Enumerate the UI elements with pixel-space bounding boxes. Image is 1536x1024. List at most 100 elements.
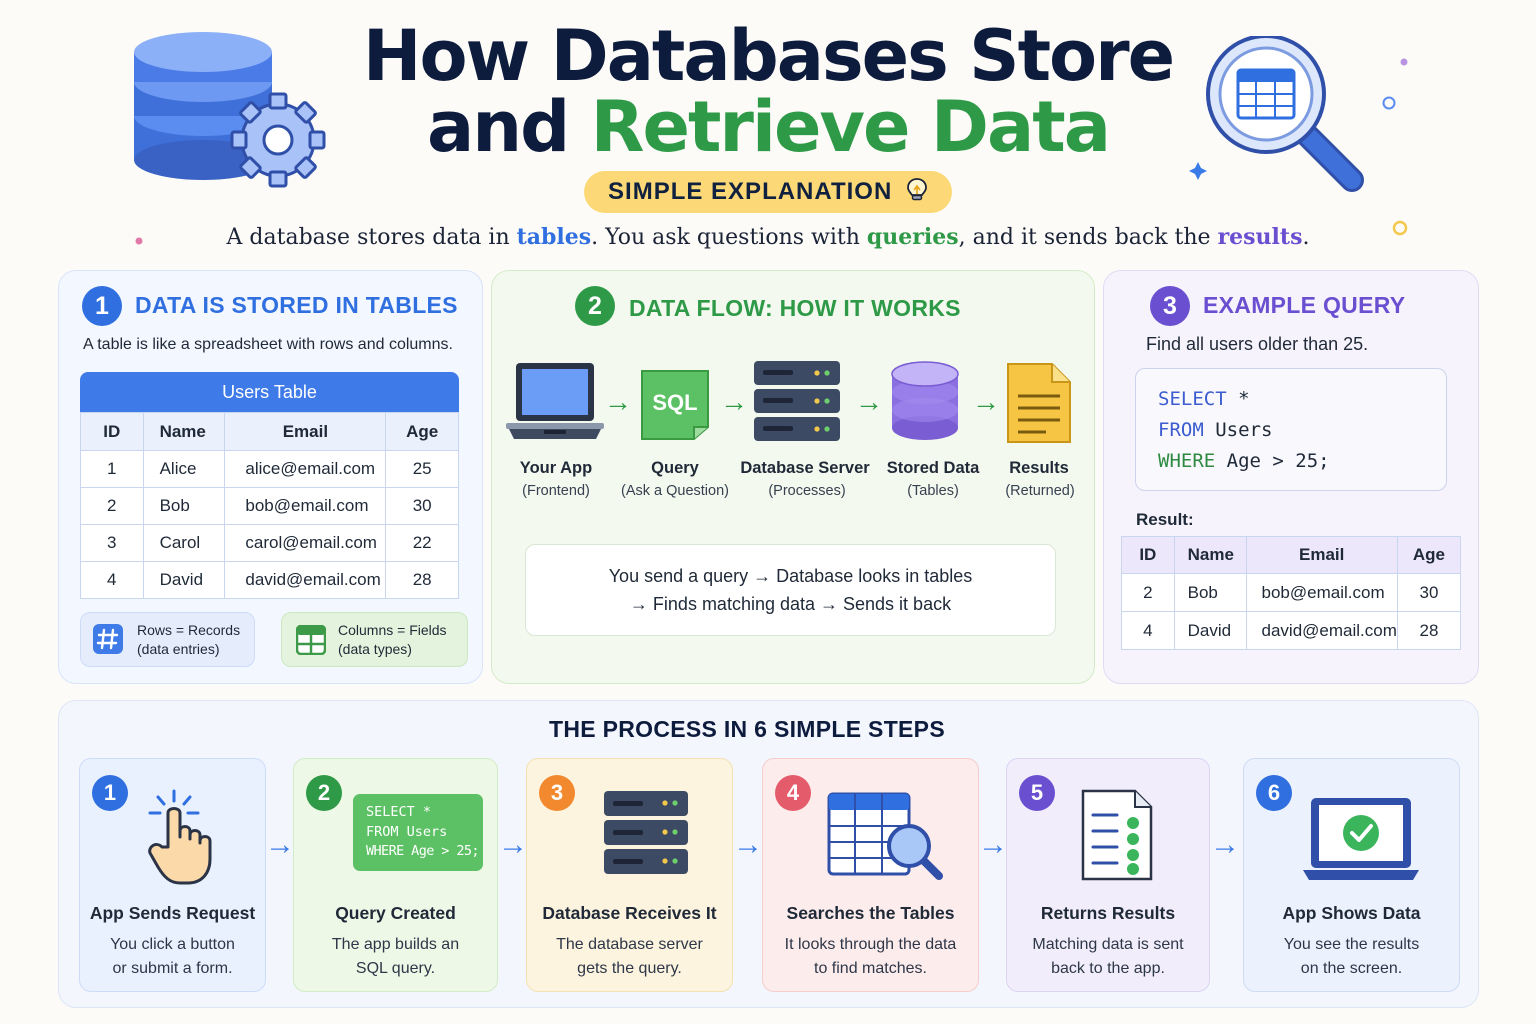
tagline-text-1: A database stores data in <box>226 225 517 250</box>
code-keyword: WHERE <box>1158 450 1216 472</box>
step-arrow: → <box>265 828 295 861</box>
checklist-icon <box>1081 789 1153 881</box>
sql-label: SQL <box>652 390 698 415</box>
flow-label-query: Query <box>651 459 699 477</box>
table-row: 2 Bob bob@email.com 30 <box>1121 573 1462 612</box>
subtitle-pill: SIMPLE EXPLANATION <box>584 171 952 213</box>
step-desc-line: You click a button <box>110 936 235 953</box>
code-text: * <box>1226 388 1250 410</box>
process-title: THE PROCESS IN 6 SIMPLE STEPS <box>549 716 945 742</box>
column-header: Age <box>1396 536 1462 574</box>
table-cell: 4 <box>1121 611 1175 650</box>
table-cell: 25 <box>385 450 459 488</box>
table-cell: Bob <box>1173 573 1247 612</box>
flow-sub-database-server: (Processes) <box>768 483 846 499</box>
code-line-3: WHERE Age > 25; <box>1158 446 1446 477</box>
table-cell: 28 <box>385 561 459 599</box>
table-row: 3 Carol carol@email.com 22 <box>80 524 459 562</box>
code-line-1: SELECT * <box>1158 384 1446 415</box>
note-line-1: You send a query → Database looks in tab… <box>608 566 973 586</box>
document-icon <box>1007 363 1071 443</box>
step-number-badge: 1 <box>92 775 128 811</box>
code-line: WHERE Age > 25; <box>366 843 480 859</box>
subtitle-text: SIMPLE EXPLANATION <box>608 178 893 205</box>
table-cell: 30 <box>385 487 459 525</box>
database-gear-icon <box>134 32 326 188</box>
server-icon <box>604 791 688 874</box>
step-arrow: → <box>978 828 1008 861</box>
step-number-badge: 6 <box>1256 775 1292 811</box>
tagline-word-queries: queries <box>866 224 959 250</box>
column-header: Age <box>385 412 459 451</box>
table-cell: david@email.com <box>1245 611 1398 650</box>
table-cell: David <box>142 561 226 599</box>
table-row: 2 Bob bob@email.com 30 <box>80 487 459 525</box>
lightbulb-icon <box>907 178 927 201</box>
step-number-badge: 3 <box>539 775 575 811</box>
table-header-row: ID Name Email Age <box>1121 536 1462 574</box>
section3-title: EXAMPLE QUERY <box>1203 292 1406 318</box>
title-and-word: and <box>427 86 591 168</box>
table-cell: carol@email.com <box>224 524 387 562</box>
step-desc-line: It looks through the data <box>784 936 957 953</box>
step-description: You click a button or submit a form. <box>80 933 265 981</box>
rows-card-line1: Rows = Records <box>137 622 241 638</box>
table-cell: 22 <box>385 524 459 562</box>
hash-icon <box>93 624 123 654</box>
tagline-word-tables: tables <box>516 224 592 250</box>
table-cell: 30 <box>1396 573 1462 612</box>
flow-sub-results: (Returned) <box>1005 483 1075 499</box>
pointer-hand-icon <box>148 789 212 885</box>
database-icon <box>891 361 959 440</box>
table-cell: Bob <box>142 487 226 525</box>
table-grid-icon <box>296 625 326 655</box>
header-database-gear-illustration <box>128 30 328 190</box>
title-highlight: Retrieve Data <box>590 86 1111 168</box>
laptop-check-icon <box>1303 798 1419 880</box>
table-cell: 2 <box>80 487 144 525</box>
header-magnifier-illustration <box>1200 34 1380 196</box>
step-number-badge: 5 <box>1019 775 1055 811</box>
users-table-title: Users Table <box>80 372 459 412</box>
step-title: Returns Results <box>1040 903 1176 923</box>
step-desc-line: gets the query. <box>577 960 682 977</box>
column-header: Email <box>224 412 387 451</box>
sql-code-block: SELECT * FROM Users WHERE Age > 25; <box>1135 368 1447 491</box>
flow-arrow: → <box>855 386 883 417</box>
code-keyword: SELECT <box>1158 388 1227 410</box>
result-label: Result: <box>1136 510 1194 529</box>
columns-card-line1: Columns = Fields <box>338 622 447 638</box>
flow-arrow: → <box>972 386 1000 417</box>
table-cell: david@email.com <box>224 561 387 599</box>
table-cell: Alice <box>142 450 226 488</box>
table-header-row: ID Name Email Age <box>80 412 459 451</box>
table-cell: 4 <box>80 561 144 599</box>
tagline-text-3: , and it sends back the <box>958 225 1218 250</box>
columns-fields-card: Columns = Fields (data types) <box>281 612 468 667</box>
page-title-line1: How Databases Store <box>362 15 1175 97</box>
users-table: ID Name Email Age 1 Alice alice@email.co… <box>80 412 459 599</box>
step-desc-line: Matching data is sent <box>1032 936 1184 953</box>
column-header: ID <box>80 412 144 451</box>
step-desc-line: to find matches. <box>814 960 927 977</box>
step-arrow: → <box>498 828 528 861</box>
code-text: Age > 25; <box>1215 450 1330 472</box>
laptop-icon <box>506 363 604 439</box>
table-cell: Carol <box>142 524 226 562</box>
step-number-badge: 4 <box>775 775 811 811</box>
step-desc-line: or submit a form. <box>112 960 233 977</box>
step-title: App Shows Data <box>1282 903 1421 923</box>
step-title: Query Created <box>335 903 456 923</box>
code-line-2: FROM Users <box>1158 415 1446 446</box>
sql-code-icon: SELECT * FROM Users WHERE Age > 25; <box>353 794 483 871</box>
column-header: Name <box>142 412 226 451</box>
section1-description: A table is like a spreadsheet with rows … <box>83 336 453 353</box>
code-keyword: FROM <box>1158 419 1204 441</box>
step-title: Searches the Tables <box>786 903 955 923</box>
code-line: FROM Users <box>366 823 448 840</box>
step-desc-line: SQL query. <box>355 960 436 977</box>
